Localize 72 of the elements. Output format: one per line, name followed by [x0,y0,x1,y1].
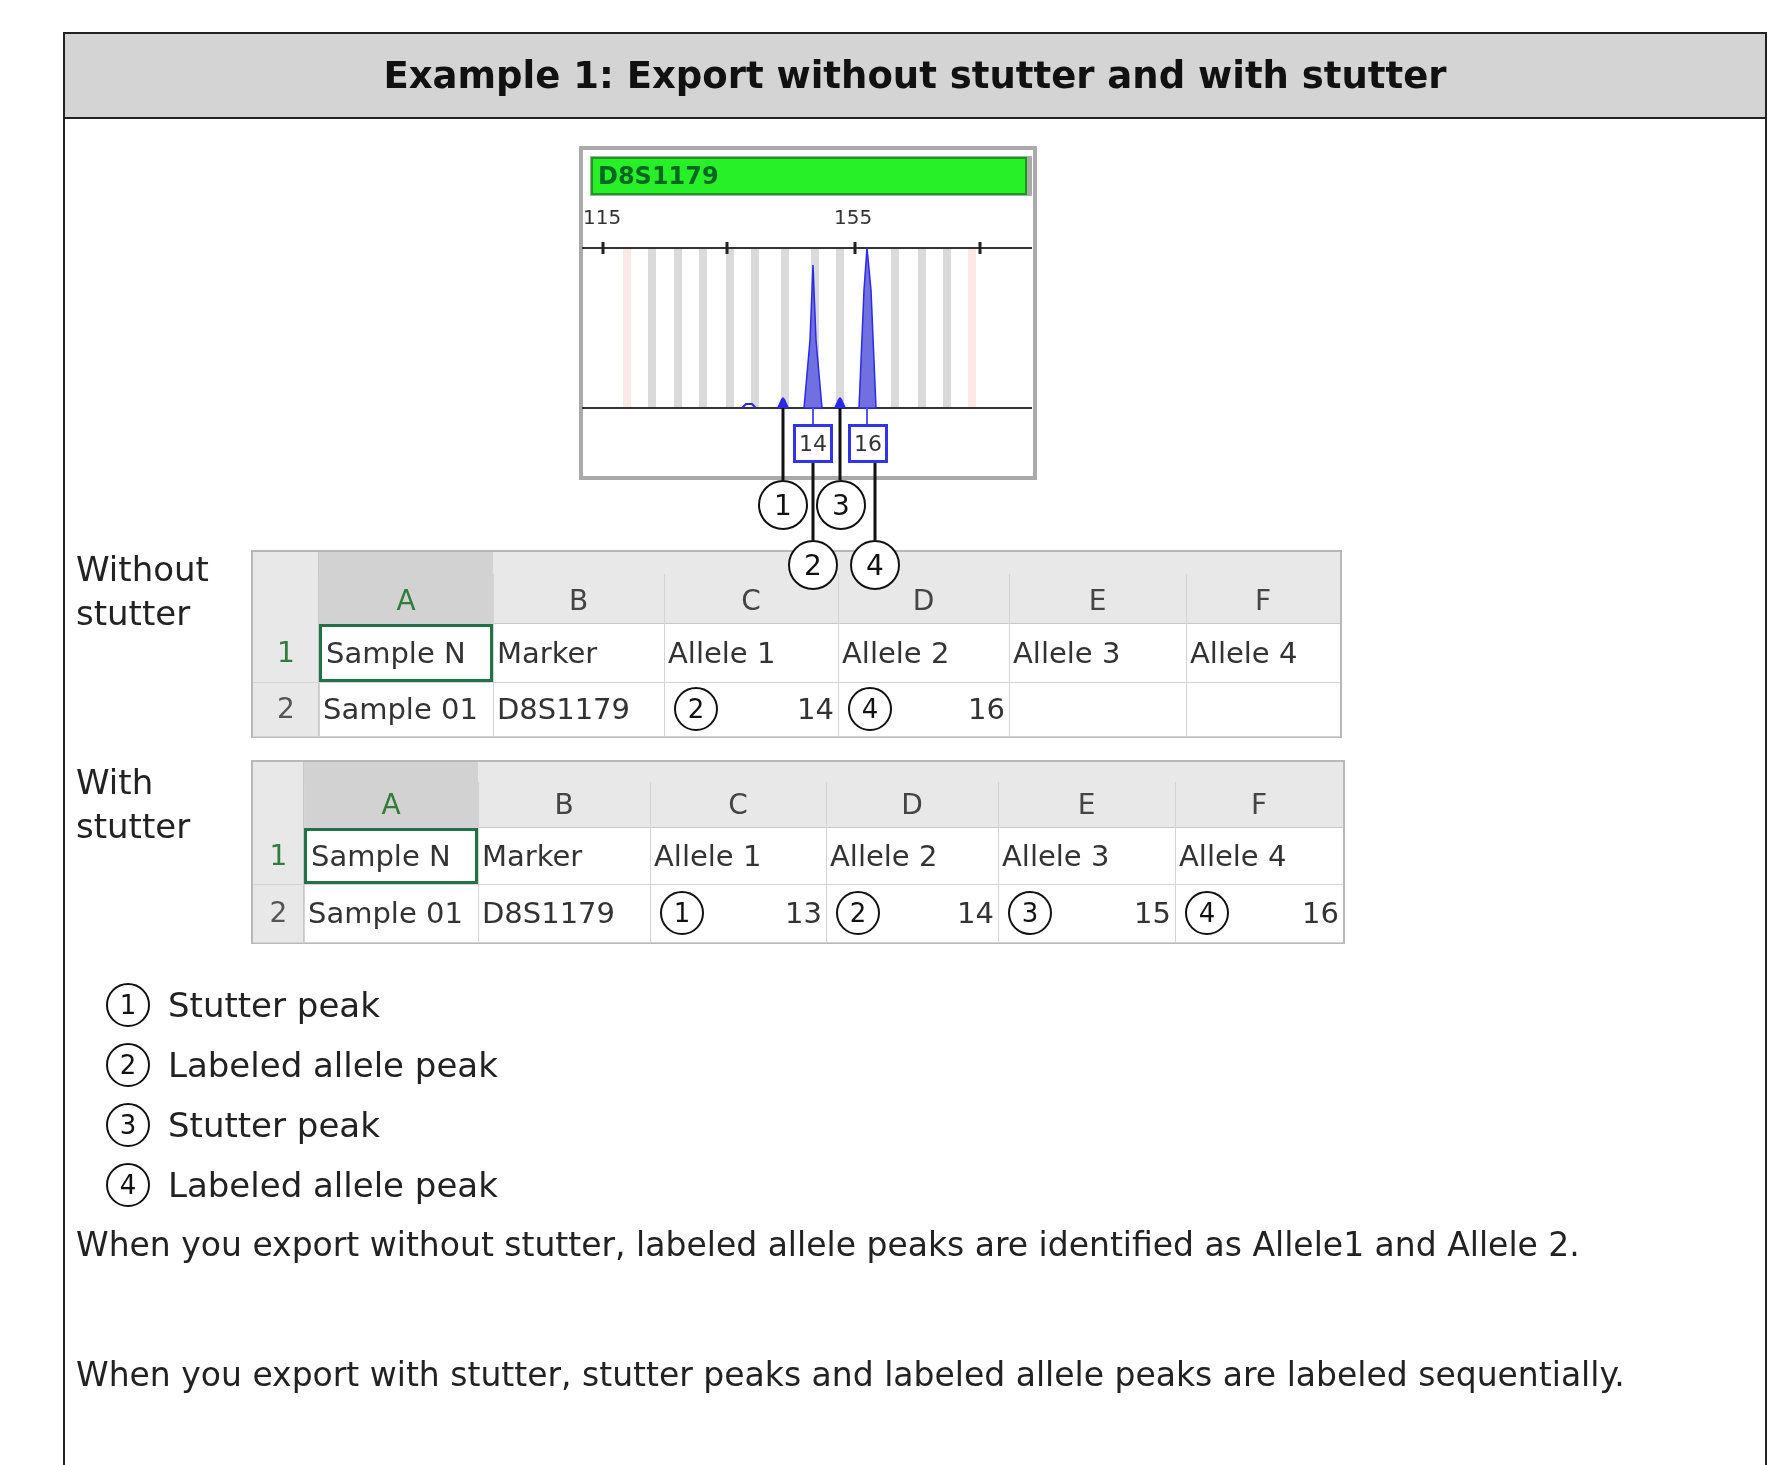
cell-text: Allele 2 [842,635,951,672]
cell-value: 13 [784,895,822,932]
cell-text: Allele 4 [1190,635,1299,672]
key-text: Labeled allele peak [168,1164,498,1207]
column-header: C [727,787,749,823]
body-text: When you export without stutter, labeled allele peaks are identified as Allele1 and Allele 2. [76,1224,1581,1266]
cell-text: Marker [482,838,584,875]
column-header: D [911,583,936,619]
stutter-peak [776,397,790,408]
column-header: A [395,583,417,619]
row-number: 2 [276,691,296,727]
callout-number: 3 [1008,891,1052,935]
cell-text: Sample 01 [308,895,464,932]
callout-number: 1 [758,480,808,530]
column-header: F [1253,583,1273,619]
cell-value: 14 [796,691,834,728]
cell-text: Allele 3 [1002,838,1111,875]
cell-value: 14 [956,895,994,932]
stutter-peak [833,397,847,408]
callout-number: 4 [106,1163,150,1207]
key-text: Stutter peak [168,1104,380,1147]
row-number: 1 [268,838,289,874]
cell-text: D8S1179 [497,691,631,728]
cell-value: 15 [1133,895,1171,932]
row-caption: With stutter [76,761,192,848]
cell-text: Allele 1 [668,635,777,672]
key-text: Labeled allele peak [168,1044,498,1087]
callout-number: 4 [850,540,900,590]
column-header: B [553,787,575,823]
row-caption: Without stutter [76,548,210,635]
selected-cell: Sample N [304,828,478,884]
axis-tick-label: 115 [583,205,622,229]
title-bar: Example 1: Export without stutter and with stutter [63,32,1767,119]
cell-text: Allele 1 [654,838,763,875]
callout-number: 4 [1185,891,1229,935]
row-number: 1 [276,635,296,671]
leader-line [781,408,785,480]
axis-tick-label: 155 [834,205,873,229]
column-header: E [1076,787,1097,823]
column-header: C [740,583,762,619]
leader-line [873,463,877,540]
column-header: E [1087,583,1108,619]
column-header: D [900,787,924,823]
body-text: When you export with stutter, stutter peaks and labeled allele peaks are labeled sequentially. [76,1354,1626,1396]
cell-text: D8S1179 [482,895,616,932]
callout-number: 2 [788,540,838,590]
row-number: 2 [268,895,289,931]
callout-number: 1 [106,983,150,1027]
callout-number: 2 [836,891,880,935]
callout-number: 2 [106,1043,150,1087]
cell-text: Allele 3 [1013,635,1122,672]
callout-number: 1 [660,891,704,935]
cell-text: Sample 01 [323,691,479,728]
marker-name: D8S1179 [598,161,719,192]
cell-value: 16 [1301,895,1339,932]
callout-number: 4 [848,687,892,731]
leader-line [811,463,815,540]
cell-text: Allele 2 [830,838,939,875]
callout-number: 2 [674,687,718,731]
callout-number: 3 [106,1103,150,1147]
key-text: Stutter peak [168,984,380,1027]
column-header: A [380,787,402,823]
callout-number: 3 [816,480,866,530]
column-header: F [1249,787,1269,823]
column-header: B [567,583,590,619]
cell-text: Allele 4 [1179,838,1288,875]
cell-value: 16 [967,691,1005,728]
cell-text: Marker [497,635,599,672]
selected-cell: Sample N [319,624,493,682]
allele-label: 16 [848,424,888,463]
leader-line [838,408,842,480]
allele-label: 14 [793,424,833,463]
